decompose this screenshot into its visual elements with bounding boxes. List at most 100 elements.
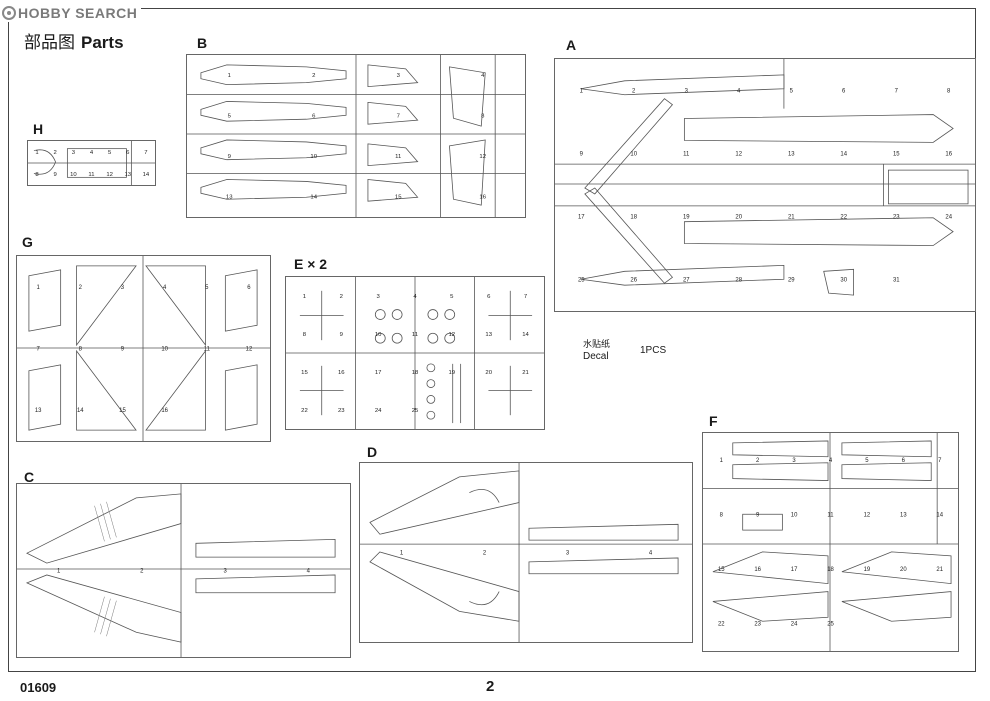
- part-number-b-14: 14: [310, 195, 317, 201]
- part-number-b-6: 6: [312, 114, 316, 120]
- part-number-f-15: 15: [718, 567, 725, 573]
- part-number-h-4: 4: [90, 150, 94, 156]
- watermark: HOBBY SEARCH: [2, 4, 142, 22]
- sprue-label-c: C: [24, 469, 35, 485]
- part-number-e-21: 21: [522, 370, 529, 376]
- part-number-b-16: 16: [479, 195, 486, 201]
- part-number-b-2: 2: [312, 73, 315, 79]
- part-number-a-29: 29: [788, 278, 795, 284]
- part-number-d-2: 2: [483, 550, 486, 556]
- part-number-e-3: 3: [377, 294, 381, 300]
- page-title-en: Parts: [81, 33, 124, 52]
- part-number-a-4: 4: [737, 89, 741, 95]
- part-number-e-11: 11: [412, 332, 418, 338]
- part-number-a-21: 21: [788, 215, 795, 221]
- part-number-a-3: 3: [685, 89, 689, 95]
- part-number-g-11: 11: [204, 346, 211, 352]
- part-number-d-3: 3: [566, 550, 570, 556]
- part-number-f-3: 3: [792, 458, 796, 464]
- part-number-e-13: 13: [485, 332, 492, 338]
- part-number-g-8: 8: [79, 346, 83, 352]
- part-number-b-15: 15: [395, 195, 402, 201]
- part-number-f-9: 9: [756, 513, 760, 519]
- part-number-g-13: 13: [35, 408, 42, 414]
- part-number-b-5: 5: [228, 114, 232, 120]
- part-number-b-10: 10: [310, 154, 317, 160]
- part-number-e-24: 24: [375, 408, 382, 414]
- part-number-a-31: 31: [893, 278, 900, 284]
- part-number-a-18: 18: [630, 215, 637, 221]
- part-number-h-5: 5: [108, 150, 111, 156]
- part-number-f-24: 24: [791, 622, 798, 628]
- part-number-e-17: 17: [375, 370, 382, 376]
- part-number-c-3: 3: [223, 568, 227, 574]
- part-number-e-25: 25: [412, 408, 419, 414]
- part-number-g-5: 5: [205, 285, 209, 291]
- part-number-e-2: 2: [340, 294, 343, 300]
- part-number-h-7: 7: [144, 150, 147, 156]
- part-number-e-10: 10: [375, 332, 382, 338]
- part-number-g-15: 15: [119, 408, 126, 414]
- sprue-label-f: F: [709, 413, 718, 429]
- part-number-c-2: 2: [140, 568, 143, 574]
- part-number-h-1: 1: [35, 150, 38, 156]
- sprue-label-d: D: [367, 444, 378, 460]
- part-number-e-18: 18: [412, 370, 419, 376]
- page-number: 2: [486, 678, 495, 695]
- part-number-h-9: 9: [54, 172, 57, 178]
- part-number-a-10: 10: [630, 152, 637, 158]
- part-number-a-23: 23: [893, 215, 900, 221]
- part-number-a-14: 14: [840, 152, 847, 158]
- sprue-label-h: H: [33, 121, 44, 137]
- part-number-h-10: 10: [70, 172, 77, 178]
- part-number-e-15: 15: [301, 370, 308, 376]
- decal-info: 水贴纸 Decal: [583, 339, 610, 363]
- part-number-h-13: 13: [125, 172, 132, 178]
- part-number-b-1: 1: [228, 73, 232, 79]
- part-number-a-8: 8: [947, 89, 951, 95]
- part-number-g-4: 4: [163, 285, 167, 291]
- decal-label-en: Decal: [583, 351, 609, 362]
- part-number-a-25: 25: [578, 278, 585, 284]
- part-number-e-12: 12: [449, 332, 456, 338]
- part-number-h-14: 14: [143, 172, 150, 178]
- part-number-g-3: 3: [121, 285, 125, 291]
- part-number-c-1: 1: [57, 568, 61, 574]
- part-number-a-28: 28: [735, 278, 742, 284]
- part-number-g-14: 14: [77, 408, 84, 414]
- part-number-f-7: 7: [938, 458, 941, 464]
- sprue-label-a: A: [566, 37, 577, 53]
- part-number-e-9: 9: [340, 332, 344, 338]
- part-number-f-14: 14: [936, 513, 943, 519]
- part-number-f-19: 19: [864, 567, 871, 573]
- part-number-h-12: 12: [106, 172, 113, 178]
- part-number-e-16: 16: [338, 370, 345, 376]
- part-number-e-7: 7: [524, 294, 527, 300]
- part-number-g-12: 12: [246, 346, 253, 352]
- sprue-label-g: G: [22, 234, 33, 250]
- decal-label-cn: 水贴纸: [583, 340, 611, 350]
- part-number-d-1: 1: [400, 550, 404, 556]
- part-number-b-9: 9: [228, 154, 232, 160]
- part-number-a-2: 2: [632, 89, 636, 95]
- part-number-a-15: 15: [893, 152, 900, 158]
- sprue-label-e: E × 2: [294, 256, 328, 272]
- part-number-a-5: 5: [790, 89, 794, 95]
- part-number-b-11: 11: [395, 154, 402, 160]
- part-number-e-1: 1: [303, 294, 306, 300]
- part-number-b-12: 12: [479, 154, 486, 160]
- part-number-f-20: 20: [900, 567, 907, 573]
- part-number-e-14: 14: [522, 332, 529, 338]
- watermark-text: HOBBY SEARCH: [18, 5, 138, 21]
- part-number-h-11: 11: [88, 172, 94, 178]
